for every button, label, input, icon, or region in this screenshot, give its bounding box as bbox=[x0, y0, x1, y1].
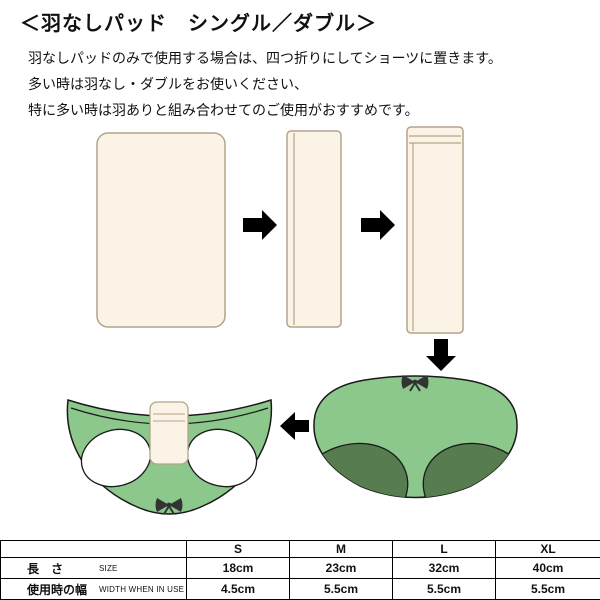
cell-width-xl: 5.5cm bbox=[495, 578, 600, 600]
instructions: 羽なしパッドのみで使用する場合は、四つ折りにしてショーツに置きます。 多い時は羽… bbox=[28, 45, 600, 123]
cell-width-l: 5.5cm bbox=[392, 578, 496, 600]
fold-arrow-right-1 bbox=[243, 210, 277, 240]
table-row-width: 使用時の幅 WIDTH WHEN IN USE 4.5cm 5.5cm 5.5c… bbox=[0, 578, 600, 600]
table-row-length: 長 さ SIZE 18cm 23cm 32cm 40cm bbox=[0, 557, 600, 579]
table-header-row: S M L XL bbox=[0, 540, 600, 558]
col-header-l: L bbox=[392, 540, 496, 558]
cell-length-s: 18cm bbox=[186, 557, 290, 579]
size-table: S M L XL 長 さ SIZE 18cm 23cm 32cm 40cm 使用… bbox=[0, 540, 600, 600]
row-label-jp: 使用時の幅 bbox=[27, 582, 88, 597]
cell-length-m: 23cm bbox=[289, 557, 393, 579]
place-arrow-down bbox=[426, 339, 456, 371]
instruction-line-3: 特に多い時は羽ありと組み合わせてのご使用がおすすめです。 bbox=[28, 102, 419, 118]
panties-back-view bbox=[313, 375, 518, 499]
cell-length-l: 32cm bbox=[392, 557, 496, 579]
instruction-line-2: 多い時は羽なし・ダブルをお使いください、 bbox=[28, 76, 308, 92]
panties-front-view bbox=[66, 399, 273, 515]
row-label-en: SIZE bbox=[99, 563, 118, 573]
unfolded-pad bbox=[96, 132, 226, 328]
cell-length-xl: 40cm bbox=[495, 557, 600, 579]
cell-width-s: 4.5cm bbox=[186, 578, 290, 600]
row-label-width: 使用時の幅 WIDTH WHEN IN USE bbox=[0, 578, 187, 600]
col-header-m: M bbox=[289, 540, 393, 558]
page-title: ＜羽なしパッド シングル／ダブル＞ bbox=[20, 13, 377, 35]
ribbon-bow-icon bbox=[401, 375, 429, 392]
pad-on-panties bbox=[149, 401, 189, 465]
cell-width-m: 5.5cm bbox=[289, 578, 393, 600]
col-header-s: S bbox=[186, 540, 290, 558]
row-label-jp: 長 さ bbox=[27, 561, 64, 576]
row-label-length: 長 さ SIZE bbox=[0, 557, 187, 579]
place-arrow-left bbox=[280, 412, 309, 440]
fold-arrow-right-2 bbox=[361, 210, 395, 240]
col-header-xl: XL bbox=[495, 540, 600, 558]
half-folded-pad bbox=[286, 130, 342, 328]
instruction-line-1: 羽なしパッドのみで使用する場合は、四つ折りにしてショーツに置きます。 bbox=[28, 50, 502, 66]
ribbon-bow-icon bbox=[155, 498, 183, 515]
panties-back-body bbox=[313, 375, 518, 499]
quarter-folded-pad bbox=[406, 126, 464, 334]
row-label-en: WIDTH WHEN IN USE bbox=[99, 584, 185, 594]
folding-diagram bbox=[66, 126, 518, 515]
table-corner-cell bbox=[0, 540, 187, 558]
